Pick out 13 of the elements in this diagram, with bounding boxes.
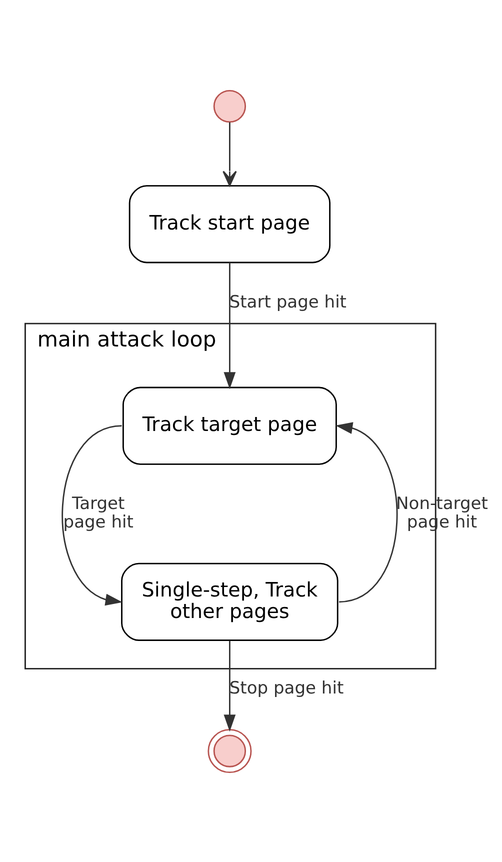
edge-label: Start page hit [229,292,347,312]
arrow [224,640,236,732]
node-circle [213,89,246,122]
arrow [224,262,236,389]
arrow [222,122,237,186]
edge-label: Stop page hit [229,678,344,698]
node-box: Single-step, Track other pages [121,562,338,640]
node-box: Track start page [128,184,331,263]
node-box: Track target page [122,386,337,464]
arrow [336,422,398,602]
arrow [62,424,122,606]
edge-label: Target page hit [63,494,134,532]
node-circle [208,728,252,773]
